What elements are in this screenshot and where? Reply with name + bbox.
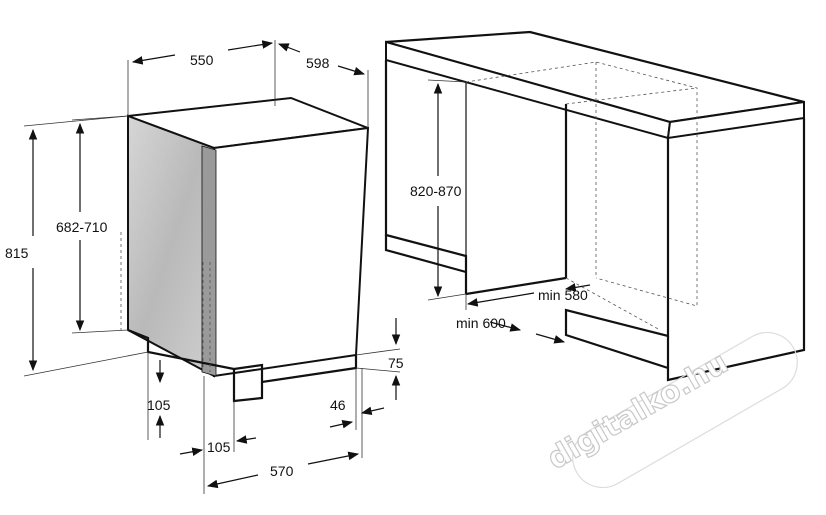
dim-label-46: 46 — [330, 397, 346, 413]
dim-label-min-580: min 580 — [538, 287, 588, 303]
watermark: digitalko.hu — [541, 331, 798, 489]
watermark-text: digitalko.hu — [542, 345, 735, 476]
dishwasher-side — [213, 126, 370, 378]
left-cabinet-plinth — [384, 235, 467, 274]
dim-label-570: 570 — [270, 463, 294, 479]
dim-label-550: 550 — [190, 52, 214, 68]
dim-label-min-600: min 600 — [456, 315, 506, 331]
dishwasher-plinth-front — [232, 369, 264, 403]
dishwasher-door-edge — [201, 145, 217, 377]
niche-hidden-top — [565, 87, 698, 105]
dim-label-598: 598 — [306, 55, 330, 71]
dishwasher-drawing — [120, 96, 370, 403]
dim-815: 815 — [5, 115, 149, 377]
dim-label-75: 75 — [388, 355, 404, 371]
dim-105-left: 105 — [147, 352, 171, 440]
dim-550: 550 — [127, 40, 276, 116]
dim-label-820-870: 820-870 — [410, 183, 462, 199]
niche-floor-left — [465, 276, 567, 296]
dim-min-600: min 600 — [456, 294, 566, 344]
dim-label-105-left: 105 — [147, 397, 171, 413]
dim-label-682-710: 682-710 — [56, 219, 108, 235]
dim-75: 75 — [355, 318, 404, 400]
right-cabinet-outline — [564, 118, 806, 382]
dim-label-105-bottom: 105 — [207, 439, 231, 455]
dim-label-815: 815 — [5, 245, 29, 261]
dim-46: 46 — [329, 368, 385, 430]
dim-570: 570 — [203, 368, 363, 494]
dim-min-580: min 580 — [466, 283, 591, 307]
dim-105-bottom: 105 — [179, 401, 257, 456]
dim-682-710: 682-710 — [56, 115, 129, 334]
dim-820-870: 820-870 — [410, 79, 467, 301]
cabinet-drawing — [384, 30, 806, 382]
left-cabinet-outline — [384, 60, 468, 294]
dishwasher-door — [127, 114, 215, 378]
niche-hidden-back — [465, 61, 698, 307]
dim-598: 598 — [277, 43, 369, 128]
dishwasher-plinth-left — [127, 328, 235, 371]
